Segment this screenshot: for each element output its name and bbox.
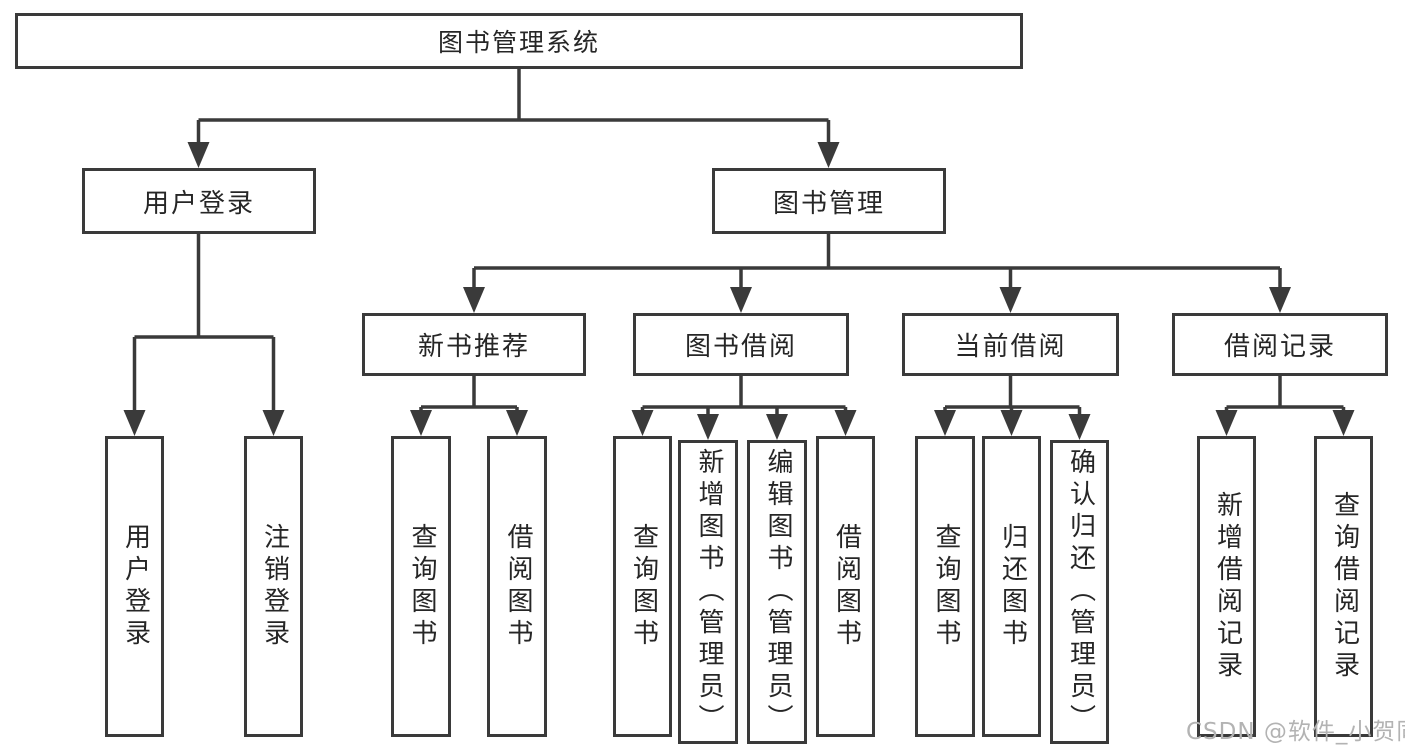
node-book-management: 图书管理 — [712, 168, 946, 234]
node-borrow-records: 借阅记录 — [1172, 313, 1388, 376]
node-add-books-admin: 新增图书（管理员） — [678, 440, 738, 744]
csdn-watermark: CSDN @软件_小贺同学 — [1186, 719, 1405, 745]
node-return-books: 归还图书 — [982, 436, 1041, 737]
node-new-book-recommend: 新书推荐 — [362, 313, 586, 376]
node-add-borrow-record: 新增借阅记录 — [1197, 436, 1256, 737]
node-query-borrow-record: 查询借阅记录 — [1314, 436, 1373, 737]
node-query-books: 查询图书 — [391, 436, 451, 737]
node-confirm-return-admin: 确认归还（管理员） — [1050, 440, 1109, 744]
node-borrow-books: 借阅图书 — [487, 436, 547, 737]
node-user-login: 用户登录 — [82, 168, 316, 234]
node-query-books: 查询图书 — [613, 436, 672, 737]
node-library-system: 图书管理系统 — [15, 13, 1023, 69]
node-book-borrow: 图书借阅 — [633, 313, 849, 376]
node-edit-books-admin: 编辑图书（管理员） — [747, 440, 807, 744]
node-logout-action: 注销登录 — [244, 436, 303, 737]
node-user-login-action: 用户登录 — [105, 436, 164, 737]
node-current-borrow: 当前借阅 — [902, 313, 1119, 376]
node-query-books: 查询图书 — [915, 436, 975, 737]
node-borrow-books: 借阅图书 — [816, 436, 875, 737]
